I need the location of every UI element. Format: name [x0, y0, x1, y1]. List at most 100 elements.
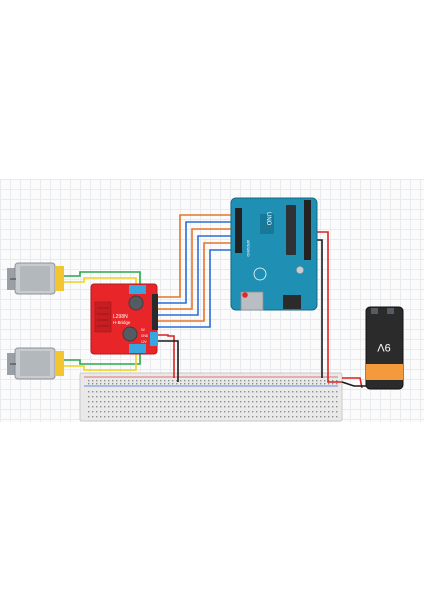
breadboard-hole — [248, 416, 250, 418]
breadboard-hole — [120, 391, 122, 393]
breadboard-hole — [88, 380, 90, 382]
breadboard-hole — [132, 396, 134, 398]
breadboard-hole — [168, 396, 170, 398]
breadboard-hole — [308, 416, 310, 418]
breadboard-hole — [116, 396, 118, 398]
breadboard-hole — [120, 401, 122, 403]
breadboard-hole — [132, 380, 134, 382]
breadboard-hole — [256, 406, 258, 408]
breadboard-hole — [204, 396, 206, 398]
breadboard-hole — [284, 396, 286, 398]
breadboard-hole — [192, 396, 194, 398]
breadboard-hole — [196, 416, 198, 418]
breadboard-hole — [92, 401, 94, 403]
breadboard-hole — [140, 411, 142, 413]
driver-pin-label: 12V — [141, 340, 148, 344]
breadboard-hole — [196, 401, 198, 403]
breadboard-hole — [144, 406, 146, 408]
breadboard-hole — [184, 391, 186, 393]
breadboard-hole — [100, 380, 102, 382]
breadboard-hole — [164, 411, 166, 413]
breadboard-hole — [152, 383, 154, 385]
breadboard-hole — [184, 383, 186, 385]
breadboard-hole — [296, 401, 298, 403]
breadboard-hole — [268, 380, 270, 382]
breadboard-hole — [288, 396, 290, 398]
breadboard-hole — [196, 396, 198, 398]
breadboard-hole — [320, 396, 322, 398]
breadboard-hole — [192, 411, 194, 413]
breadboard-hole — [212, 391, 214, 393]
breadboard-hole — [184, 380, 186, 382]
breadboard-hole — [216, 396, 218, 398]
breadboard-hole — [160, 406, 162, 408]
breadboard-hole — [156, 416, 158, 418]
breadboard-hole — [216, 406, 218, 408]
breadboard-hole — [92, 406, 94, 408]
breadboard-hole — [132, 406, 134, 408]
breadboard-hole — [256, 383, 258, 385]
breadboard-hole — [160, 383, 162, 385]
breadboard-hole — [196, 383, 198, 385]
breadboard-hole — [108, 406, 110, 408]
breadboard-hole — [288, 391, 290, 393]
9v-battery: 9V — [365, 306, 404, 390]
breadboard-hole — [204, 401, 206, 403]
breadboard-hole — [212, 380, 214, 382]
breadboard-hole — [172, 411, 174, 413]
breadboard-hole — [316, 380, 318, 382]
breadboard-hole — [168, 416, 170, 418]
breadboard-hole — [260, 396, 262, 398]
breadboard-hole — [328, 411, 330, 413]
breadboard-hole — [320, 411, 322, 413]
breadboard-hole — [292, 406, 294, 408]
breadboard-hole — [116, 406, 118, 408]
breadboard-hole — [200, 401, 202, 403]
breadboard-hole — [116, 383, 118, 385]
breadboard-hole — [124, 396, 126, 398]
breadboard-hole — [140, 401, 142, 403]
breadboard-hole — [104, 391, 106, 393]
breadboard-hole — [264, 411, 266, 413]
breadboard-hole — [164, 383, 166, 385]
breadboard-hole — [216, 383, 218, 385]
breadboard-hole — [204, 380, 206, 382]
breadboard-hole — [208, 383, 210, 385]
breadboard-hole — [244, 406, 246, 408]
breadboard — [79, 372, 343, 422]
breadboard-hole — [252, 396, 254, 398]
breadboard-hole — [188, 391, 190, 393]
breadboard-hole — [240, 391, 242, 393]
breadboard-hole — [328, 401, 330, 403]
breadboard-hole — [208, 416, 210, 418]
breadboard-hole — [312, 411, 314, 413]
breadboard-hole — [316, 416, 318, 418]
breadboard-hole — [176, 406, 178, 408]
breadboard-hole — [108, 401, 110, 403]
breadboard-hole — [328, 416, 330, 418]
breadboard-hole — [312, 416, 314, 418]
breadboard-hole — [96, 411, 98, 413]
breadboard-hole — [208, 401, 210, 403]
breadboard-hole — [128, 416, 130, 418]
breadboard-hole — [244, 401, 246, 403]
breadboard-hole — [248, 396, 250, 398]
breadboard-hole — [276, 396, 278, 398]
breadboard-hole — [324, 380, 326, 382]
breadboard-hole — [332, 391, 334, 393]
breadboard-hole — [220, 380, 222, 382]
breadboard-hole — [100, 383, 102, 385]
breadboard-hole — [168, 383, 170, 385]
breadboard-hole — [200, 380, 202, 382]
breadboard-hole — [272, 406, 274, 408]
breadboard-hole — [200, 411, 202, 413]
breadboard-hole — [192, 416, 194, 418]
breadboard-hole — [148, 396, 150, 398]
breadboard-hole — [304, 416, 306, 418]
breadboard-hole — [108, 416, 110, 418]
breadboard-hole — [240, 411, 242, 413]
breadboard-hole — [236, 401, 238, 403]
breadboard-hole — [128, 406, 130, 408]
breadboard-hole — [228, 383, 230, 385]
breadboard-hole — [224, 396, 226, 398]
